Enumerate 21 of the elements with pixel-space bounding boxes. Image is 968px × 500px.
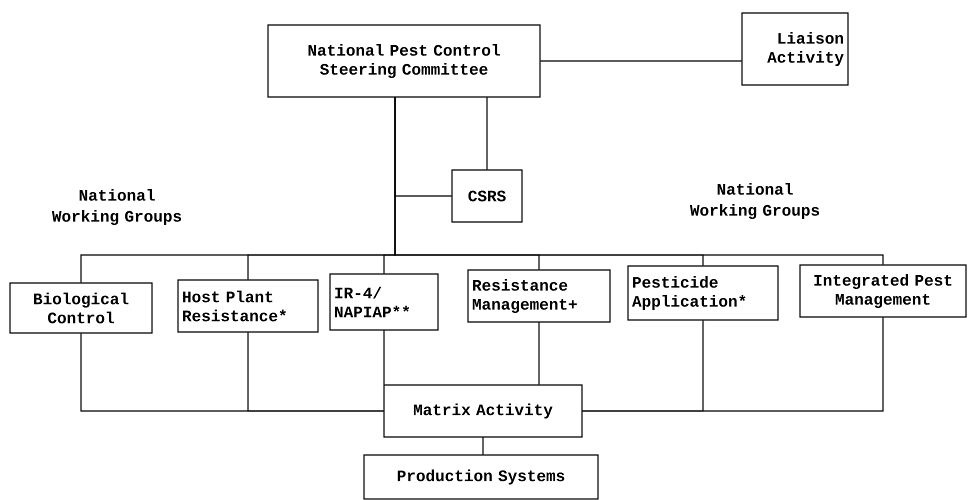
connector-line [582, 318, 884, 412]
org-box: Pesticide Application* [627, 265, 779, 321]
org-box: Biological Control [9, 282, 153, 334]
org-box: Production Systems [363, 454, 599, 500]
connector-line [538, 322, 540, 384]
connector-line [247, 332, 384, 412]
connector-line [540, 60, 742, 62]
org-box: Resistance Management+ [467, 269, 611, 323]
org-box: National Pest Control Steering Committee [267, 24, 541, 98]
connector-line [486, 98, 488, 170]
group-label: National Working Groups [52, 189, 182, 225]
org-box: Host Plant Resistance* [177, 279, 319, 333]
org-box: Matrix Activity [383, 384, 583, 438]
connector-line [383, 330, 385, 384]
connector-line [394, 98, 884, 264]
org-box: Liaison Activity [741, 12, 849, 86]
group-label: National Working Groups [690, 183, 820, 219]
org-box: CSRS [451, 169, 523, 223]
org-box: Integrated Pest Management [799, 264, 967, 318]
org-box: IR-4/ NAPIAP** [329, 273, 439, 331]
connector-line [482, 438, 484, 454]
